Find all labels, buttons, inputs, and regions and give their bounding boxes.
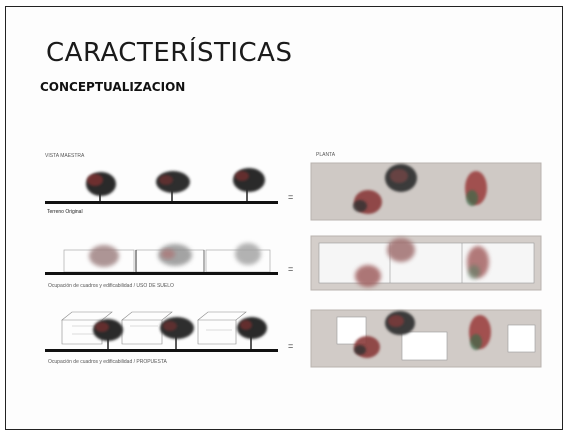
row-3-equals: =	[288, 341, 294, 351]
tree-icon	[89, 245, 119, 267]
tree-icon	[160, 317, 194, 350]
tree-icon	[86, 172, 116, 202]
ground-line	[45, 349, 278, 352]
right-column-header: PLANTA	[316, 152, 336, 158]
row-3-elevation	[45, 311, 278, 352]
ground-line	[45, 272, 278, 275]
row-2-plan	[310, 235, 542, 291]
row-1-equals: =	[288, 192, 294, 202]
slide-title: CARACTERÍSTICAS	[46, 38, 293, 68]
tree-icon	[235, 243, 261, 265]
row-3-caption: Ocupación de cuadros y edificabilidad / …	[48, 359, 167, 365]
tree-icon	[93, 319, 123, 350]
row-1-elevation	[45, 168, 278, 204]
row-2-equals: =	[288, 264, 294, 274]
row-3-plan	[310, 309, 542, 368]
row-1-caption: Terreno Original	[47, 209, 83, 215]
left-column-header: VISTA MAESTRA	[45, 153, 85, 159]
tree-icon	[158, 244, 192, 266]
tree-icon	[156, 171, 190, 202]
row-1-plan	[310, 162, 542, 221]
tree-icon	[233, 168, 265, 201]
row-2-caption: Ocupación de cuadros y edificabilidad / …	[48, 283, 174, 289]
slide-subtitle: CONCEPTUALIZACION	[40, 80, 186, 94]
row-2-elevation	[45, 243, 278, 275]
tree-icon	[237, 317, 267, 350]
ground-line	[45, 201, 278, 204]
